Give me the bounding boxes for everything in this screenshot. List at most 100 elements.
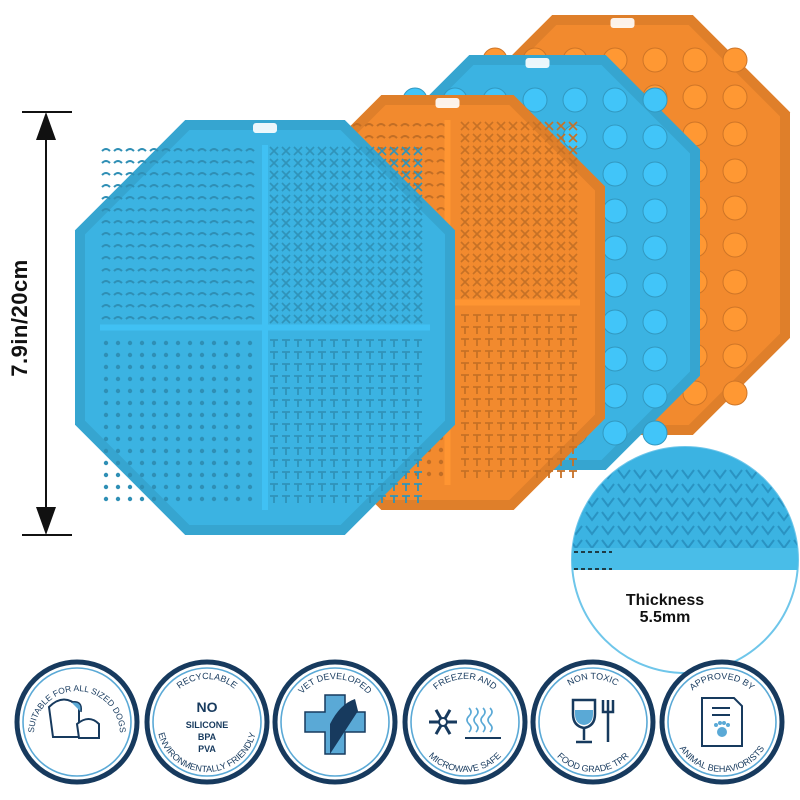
texture — [532, 181, 542, 191]
texture — [269, 266, 279, 276]
texture — [353, 230, 363, 240]
texture — [497, 446, 505, 454]
texture — [137, 208, 147, 212]
texture — [533, 350, 541, 358]
texture — [175, 412, 181, 418]
texture — [413, 158, 423, 168]
texture — [473, 374, 481, 382]
texture — [163, 460, 169, 466]
texture — [342, 423, 350, 431]
texture — [317, 242, 327, 252]
texture — [353, 254, 363, 264]
texture — [509, 386, 517, 394]
texture — [366, 459, 374, 467]
texture — [496, 289, 506, 299]
texture — [377, 314, 387, 324]
texture — [342, 339, 350, 347]
texture — [568, 289, 578, 299]
texture — [402, 495, 410, 503]
texture — [306, 459, 314, 467]
suction-cup — [722, 121, 748, 147]
texture — [269, 170, 279, 180]
texture — [378, 399, 386, 407]
texture — [161, 148, 171, 152]
texture — [175, 436, 181, 442]
texture — [235, 472, 241, 478]
texture — [306, 423, 314, 431]
texture — [233, 196, 243, 200]
texture — [281, 146, 291, 156]
texture — [402, 447, 410, 455]
texture — [329, 170, 339, 180]
texture — [137, 220, 147, 224]
texture — [521, 398, 529, 406]
texture — [413, 206, 423, 216]
texture — [187, 424, 193, 430]
texture — [163, 484, 169, 490]
texture — [185, 208, 195, 212]
texture — [401, 254, 411, 264]
texture — [161, 232, 171, 236]
texture — [401, 170, 411, 180]
texture — [245, 184, 255, 188]
texture — [569, 362, 577, 370]
texture — [185, 160, 195, 164]
texture — [520, 265, 530, 275]
texture — [305, 146, 315, 156]
suction-cup — [722, 380, 748, 406]
texture — [484, 181, 494, 191]
texture — [401, 314, 411, 324]
texture — [544, 181, 554, 191]
texture — [376, 135, 386, 139]
texture — [187, 436, 193, 442]
texture — [209, 196, 219, 200]
texture — [175, 388, 181, 394]
texture — [390, 447, 398, 455]
texture — [388, 135, 398, 139]
texture — [223, 400, 229, 406]
texture — [521, 374, 529, 382]
texture — [269, 314, 279, 324]
texture — [389, 314, 399, 324]
suction-cup — [602, 309, 628, 335]
medical-cross-pet-icon — [304, 694, 366, 755]
texture — [173, 196, 183, 200]
texture — [113, 244, 123, 248]
texture — [508, 289, 518, 299]
texture — [151, 496, 157, 502]
texture — [127, 400, 133, 406]
texture — [161, 172, 171, 176]
texture — [221, 292, 231, 296]
texture — [175, 496, 181, 502]
texture — [223, 496, 229, 502]
texture — [365, 254, 375, 264]
texture — [318, 435, 326, 443]
texture — [161, 184, 171, 188]
texture — [485, 422, 493, 430]
texture — [221, 208, 231, 212]
texture — [294, 399, 302, 407]
texture — [270, 471, 278, 479]
suction-cup — [602, 87, 628, 113]
texture — [281, 158, 291, 168]
texture — [472, 193, 482, 203]
texture — [197, 160, 207, 164]
texture — [341, 278, 351, 288]
texture — [330, 435, 338, 443]
suction-cup — [722, 306, 748, 332]
texture — [185, 256, 195, 260]
texture — [305, 242, 315, 252]
texture — [472, 121, 482, 131]
texture — [497, 314, 505, 322]
texture — [461, 350, 469, 358]
texture — [438, 471, 444, 477]
texture — [390, 387, 398, 395]
texture — [509, 362, 517, 370]
texture — [509, 314, 517, 322]
texture — [533, 458, 541, 466]
texture — [161, 220, 171, 224]
texture — [187, 460, 193, 466]
texture — [151, 364, 157, 370]
texture — [185, 232, 195, 236]
texture — [520, 229, 530, 239]
